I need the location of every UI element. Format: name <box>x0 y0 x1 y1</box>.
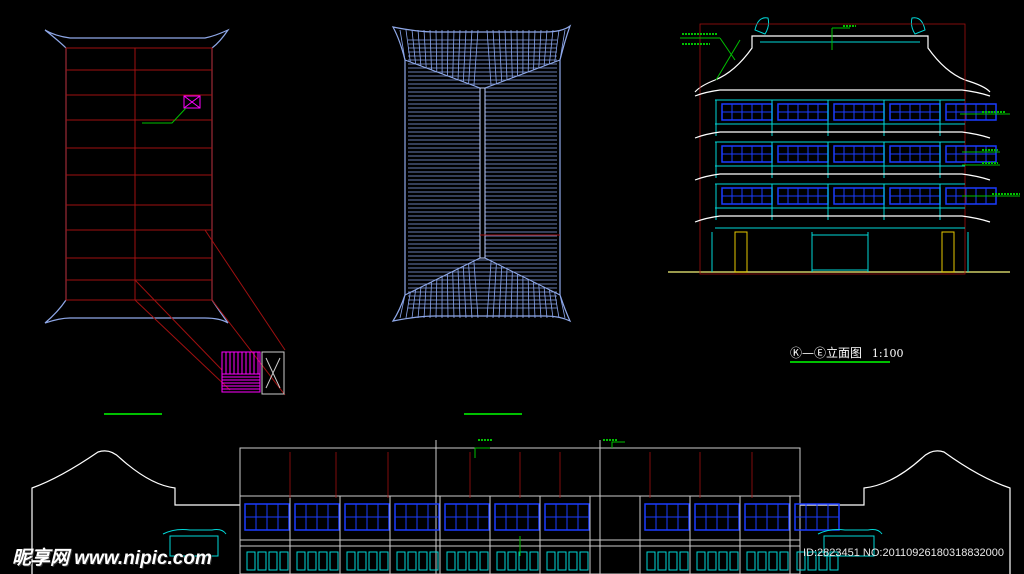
roof-plan-center <box>391 24 572 323</box>
elevation-title-underline <box>790 361 890 363</box>
elevation-scale-label: 1:100 <box>871 347 904 360</box>
floor-plan-left <box>44 28 286 396</box>
elevation-top-right <box>668 17 1020 275</box>
watermark-brand: 昵享网 www.nipic.com <box>12 548 212 569</box>
plan-title-underline-center <box>464 413 522 415</box>
long-elevation-bottom <box>31 439 1011 574</box>
watermark-id: ID:2823451 NO:20110926180318832000 <box>803 547 1005 559</box>
elevation-title: Ⓚ—Ⓔ立面图 1:100 <box>790 344 904 361</box>
plan-title-underline-left <box>104 413 162 415</box>
elevation-title-label: Ⓚ—Ⓔ立面图 <box>790 346 863 360</box>
